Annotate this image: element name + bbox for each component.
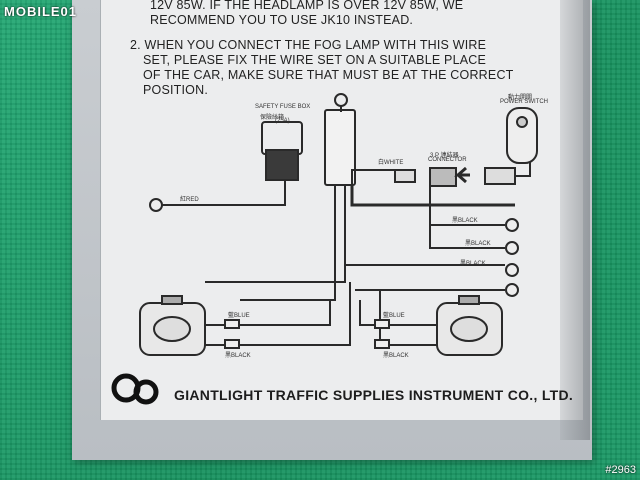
instruction-line-1: 12V 85W. IF THE HEADLAMP IS OVER 12V 85W… bbox=[150, 0, 464, 12]
fuse-rating-label: (25A) bbox=[275, 118, 290, 124]
instruction-line-3: 2. WHEN YOU CONNECT THE FOG LAMP WITH TH… bbox=[130, 38, 487, 52]
battery-terminal-ring bbox=[149, 198, 163, 212]
right-blue-wire-label: 藍BLUE bbox=[383, 313, 405, 319]
instruction-line-4: SET, PLEASE FIX THE WIRE SET ON A SUITAB… bbox=[143, 53, 487, 67]
site-watermark: MOBILE01 bbox=[4, 4, 78, 19]
black-wire-label-3: 黑BLACK bbox=[460, 261, 486, 267]
instruction-line-6: POSITION. bbox=[143, 83, 209, 97]
relay-mount-hole bbox=[334, 93, 348, 107]
switch-plug bbox=[484, 167, 516, 185]
instruction-line-5: OF THE CAR, MAKE SURE THAT MUST BE AT TH… bbox=[143, 68, 514, 82]
relay-body bbox=[324, 109, 356, 186]
power-switch-icon bbox=[506, 107, 538, 164]
right-black-wire-label: 黑BLACK bbox=[383, 353, 409, 359]
company-name: GIANTLIGHT TRAFFIC SUPPLIES INSTRUMENT C… bbox=[174, 387, 574, 403]
connector-label: CONNECTOR bbox=[428, 157, 467, 163]
giantlight-logo bbox=[111, 373, 159, 405]
ground-ring-3 bbox=[505, 263, 519, 277]
left-blue-wire-label: 藍BLUE bbox=[228, 313, 250, 319]
black-wire-label-2: 黑BLACK bbox=[465, 241, 491, 247]
fuse-box-label: SAFETY FUSE BOX bbox=[255, 104, 311, 110]
black-wire-label-1: 黑BLACK bbox=[452, 218, 478, 224]
fuse-box-label-cn: 保險絲箱 bbox=[260, 115, 285, 121]
white-wire-plug bbox=[394, 169, 416, 183]
power-switch-label: POWER SWITCH bbox=[500, 99, 548, 105]
ground-ring-4 bbox=[505, 283, 519, 297]
package-edge-shadow bbox=[560, 0, 590, 440]
white-wire-label: 白WHITE bbox=[378, 160, 404, 166]
ground-ring-2 bbox=[505, 241, 519, 255]
ground-ring-1 bbox=[505, 218, 519, 232]
connector-arrow-icon bbox=[454, 166, 470, 184]
power-switch-label-cn: 動力開關 bbox=[508, 95, 533, 101]
left-black-wire-label: 黑BLACK bbox=[225, 353, 251, 359]
connector-body bbox=[429, 167, 457, 187]
red-wire-to-battery bbox=[160, 180, 286, 206]
fuse-box-body bbox=[265, 149, 299, 181]
post-id-label: #2963 bbox=[605, 464, 636, 476]
connector-label-cn: 3 P 連結器 bbox=[430, 153, 459, 159]
instruction-line-2: RECOMMEND YOU TO USE JK10 INSTEAD. bbox=[150, 13, 414, 27]
red-wire-label: 紅RED bbox=[180, 197, 199, 203]
